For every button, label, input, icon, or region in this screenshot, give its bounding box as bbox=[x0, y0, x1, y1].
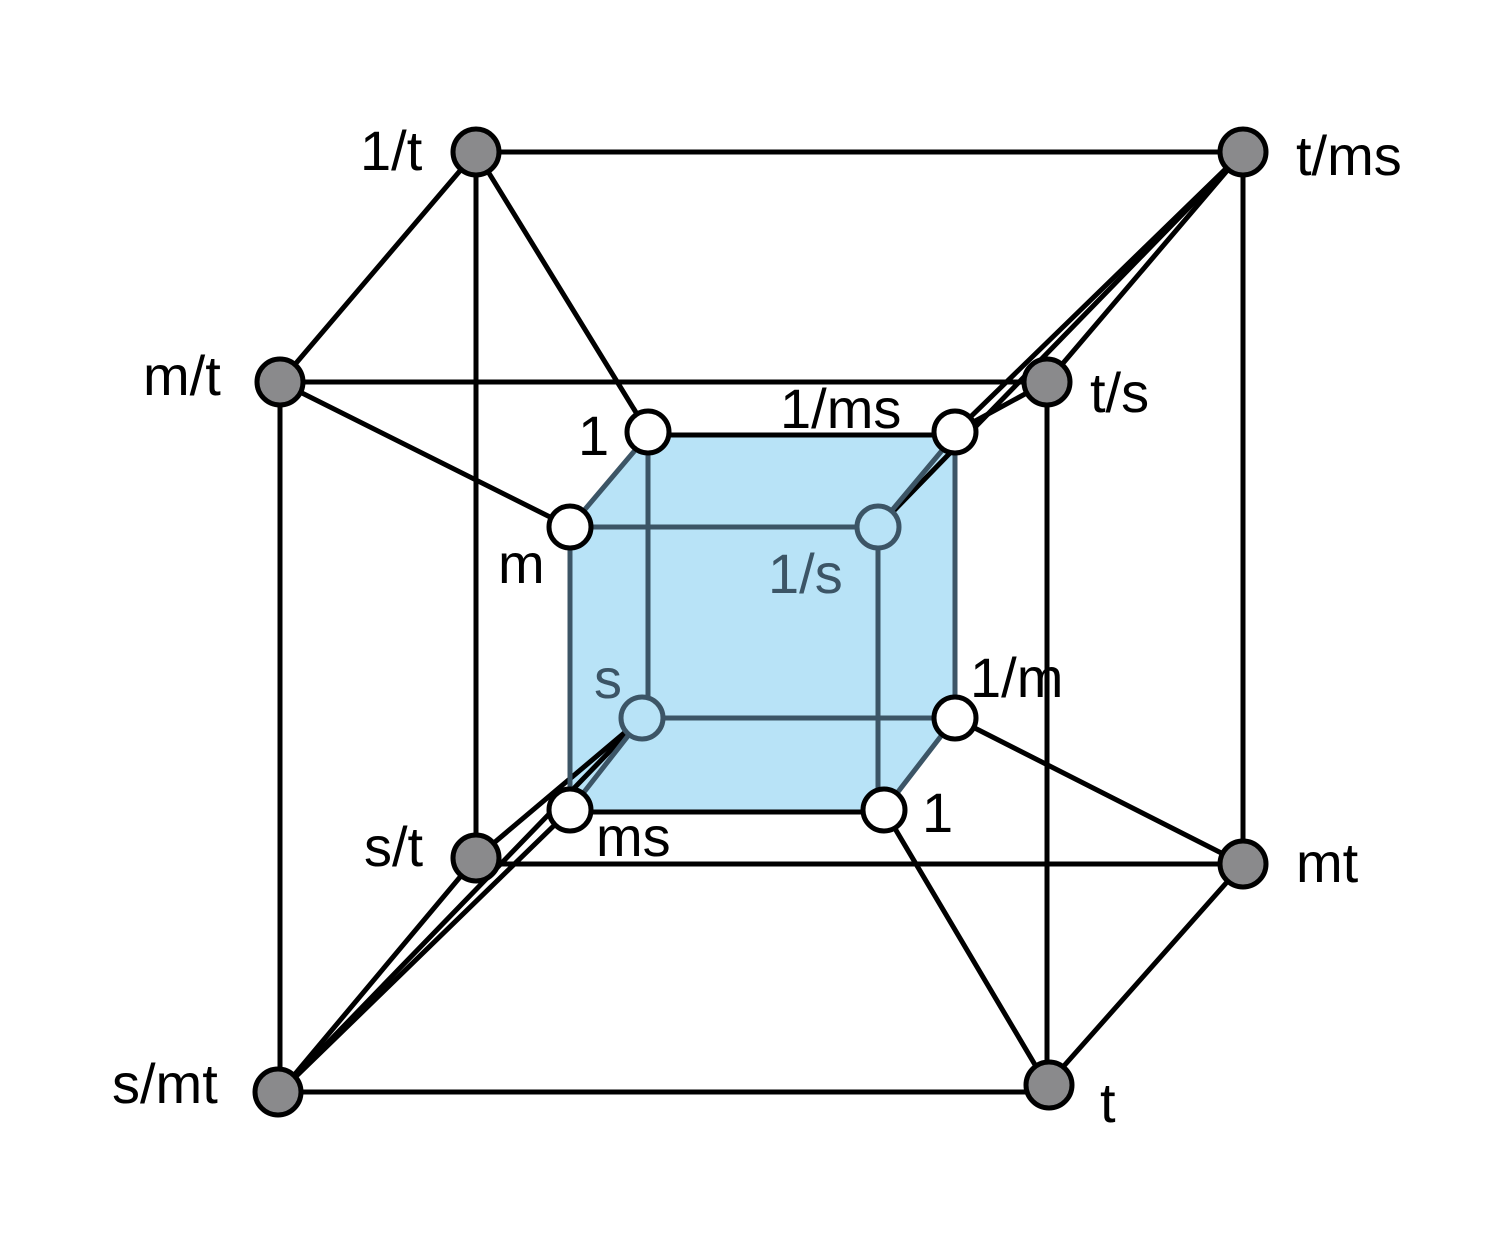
label-outer-top-back-left: 1/t bbox=[360, 119, 423, 182]
label-inner-top-back-left: 1 bbox=[578, 404, 609, 467]
inner-nodes bbox=[546, 408, 979, 834]
node-outer-top-front-right bbox=[1021, 356, 1073, 408]
outer-nodes bbox=[252, 126, 1269, 1118]
inner-cube-fill bbox=[570, 435, 955, 810]
node-inner-top-front-left bbox=[546, 503, 594, 551]
node-inner-bottom-front-right bbox=[860, 786, 908, 834]
node-labels: 1/t t/ms m/t t/s s/t mt s/mt t 1 1/ms m … bbox=[112, 119, 1402, 1134]
label-outer-bottom-front-left: s/mt bbox=[112, 1052, 218, 1115]
node-inner-top-back-right bbox=[931, 408, 979, 456]
label-inner-top-back-right: 1/ms bbox=[780, 377, 901, 440]
label-inner-top-front-right: 1/s bbox=[768, 542, 843, 605]
label-inner-top-front-left: m bbox=[498, 532, 545, 595]
label-outer-top-front-right: t/s bbox=[1090, 361, 1149, 424]
node-inner-top-front-right bbox=[854, 503, 902, 551]
node-outer-bottom-front-left bbox=[252, 1066, 304, 1118]
label-outer-bottom-front-right: t bbox=[1100, 1071, 1116, 1134]
node-outer-bottom-back-right bbox=[1217, 838, 1269, 890]
label-inner-bottom-back-right: 1/m bbox=[970, 646, 1063, 709]
label-outer-top-front-left: m/t bbox=[143, 344, 221, 407]
label-inner-bottom-front-right: 1 bbox=[922, 781, 953, 844]
node-outer-top-back-right bbox=[1217, 126, 1269, 178]
connecting-edges bbox=[277, 149, 1246, 1095]
label-inner-bottom-back-left: s bbox=[594, 647, 622, 710]
label-outer-bottom-back-left: s/t bbox=[364, 815, 424, 878]
label-inner-bottom-front-left: ms bbox=[596, 805, 671, 868]
node-inner-top-back-left bbox=[624, 408, 672, 456]
node-inner-bottom-back-right bbox=[931, 694, 979, 742]
node-outer-top-front-left bbox=[254, 356, 306, 408]
label-outer-bottom-back-right: mt bbox=[1296, 831, 1359, 894]
node-outer-bottom-front-right bbox=[1023, 1059, 1075, 1111]
node-outer-top-back-left bbox=[450, 126, 502, 178]
label-outer-top-back-right: t/ms bbox=[1296, 124, 1402, 187]
node-outer-bottom-back-left bbox=[450, 832, 502, 884]
node-inner-bottom-front-left bbox=[546, 786, 594, 834]
outer-cube-edges bbox=[277, 149, 1246, 1095]
node-inner-bottom-back-left bbox=[618, 694, 666, 742]
